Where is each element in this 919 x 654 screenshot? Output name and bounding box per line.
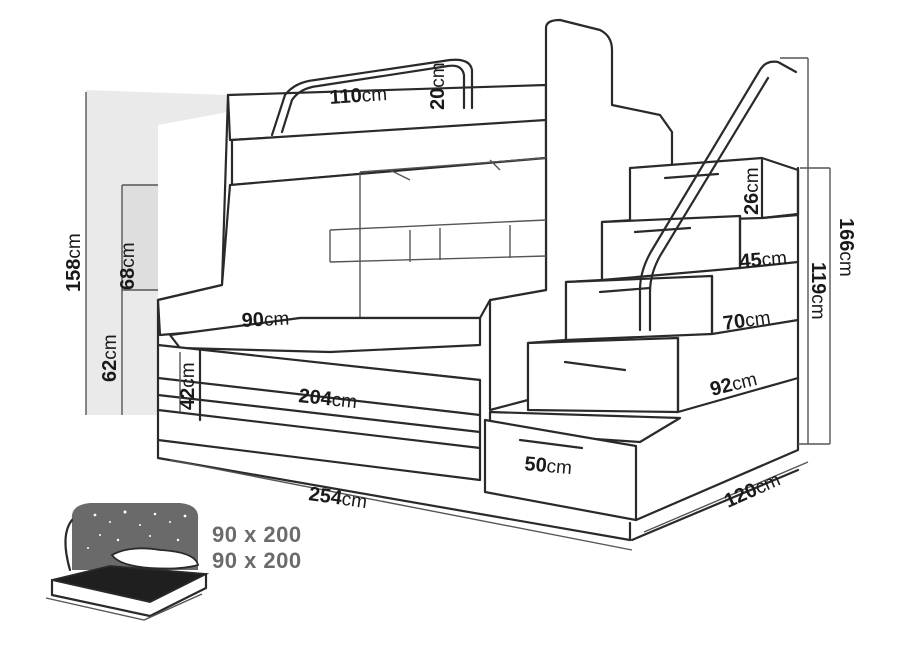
step-top-height-label: 26cm <box>741 167 763 215</box>
lower-frame-height-label: 42cm <box>177 362 199 410</box>
mattress-size-1: 90 x 200 <box>212 522 302 547</box>
stairs-height-label: 119cm <box>807 262 829 320</box>
lower-height-label: 62cm <box>99 334 121 382</box>
step-bottom-label: 50cm <box>524 453 573 479</box>
mattress-icon <box>45 503 210 621</box>
lower-bed-length-label: 204cm <box>297 385 358 413</box>
upper-gap-label: 68cm <box>117 242 139 290</box>
lower-bed-width-label: 90cm <box>241 308 290 332</box>
step-2-label: 45cm <box>739 247 788 273</box>
rail-height-label: 20cm <box>427 62 449 110</box>
total-height-label: 166cm <box>835 218 857 277</box>
rail-length-label: 110cm <box>329 83 388 109</box>
total-left-height-label: 158cm <box>63 233 85 292</box>
bed-frame <box>86 18 800 542</box>
mattress-size-2: 90 x 200 <box>212 548 302 573</box>
dimension-lines <box>85 57 831 551</box>
step-3-label: 70cm <box>722 307 772 335</box>
total-length-label: 254cm <box>307 483 368 513</box>
depth-label: 120cm <box>721 469 784 513</box>
stair-steps <box>483 156 800 522</box>
